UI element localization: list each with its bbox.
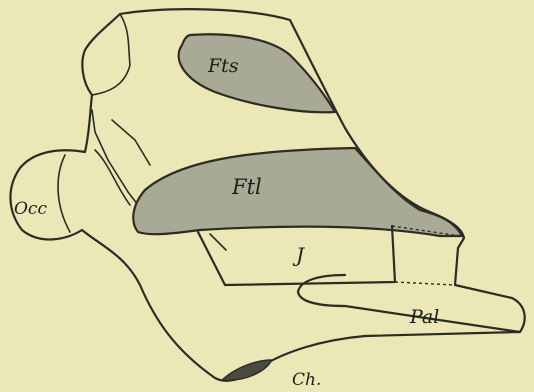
- label-pal: Pal: [409, 306, 439, 328]
- label-fts: Fts: [207, 55, 239, 77]
- upper-suture: [92, 14, 130, 95]
- jugal-dashed-lower: [395, 282, 455, 285]
- supratemporal-fenestra: [179, 34, 335, 112]
- label-ftl: Ftl: [231, 175, 262, 199]
- lateral-temporal-fenestra: [133, 148, 462, 236]
- postorbital-suture: [112, 120, 150, 165]
- label-ch: Ch.: [292, 370, 321, 390]
- parietal-suture: [92, 110, 138, 205]
- squamosal-suture: [95, 150, 130, 205]
- choana: [222, 360, 272, 380]
- occipital-suture: [58, 155, 70, 232]
- jugal-inner-line: [210, 234, 226, 250]
- label-occ: Occ: [14, 199, 47, 219]
- label-j: J: [292, 243, 305, 267]
